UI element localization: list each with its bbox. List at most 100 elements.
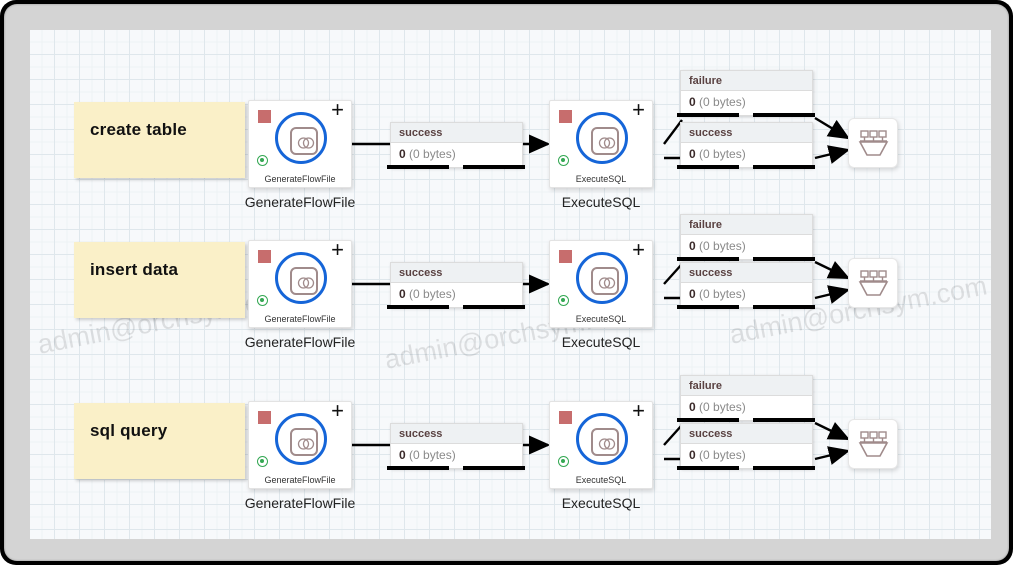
processor-inner-label: GenerateFlowFile (264, 174, 336, 184)
processor-generateflowfile[interactable]: + GenerateFlowFile (248, 398, 352, 489)
connection-bar-left (677, 305, 739, 309)
stop-square-icon[interactable] (258, 250, 271, 263)
connection-relationship: failure (681, 376, 812, 396)
connection-label-success[interactable]: success 0 (0 bytes) (387, 262, 525, 309)
flowfile-link-icon (290, 127, 318, 155)
processor-caption: ExecuteSQL (561, 334, 641, 350)
connection-bar-left (677, 418, 739, 422)
connection-label-failure[interactable]: failure 0 (0 bytes) (677, 214, 815, 261)
processor-inner-label: ExecuteSQL (575, 174, 627, 184)
funnel-icon (858, 130, 889, 156)
connection-label-success[interactable]: success 0 (0 bytes) (677, 262, 815, 309)
funnel-icon (858, 270, 889, 296)
sticky-note[interactable]: create table (74, 102, 245, 178)
flowfile-link-icon (591, 267, 619, 295)
connection-bar-left (387, 305, 449, 309)
sticky-note[interactable]: sql query (74, 403, 245, 479)
connection-relationship: failure (681, 215, 812, 235)
connection-size: (0 bytes) (699, 239, 746, 253)
connection-stats: 0 (0 bytes) (677, 91, 815, 117)
connection-label-failure[interactable]: failure 0 (0 bytes) (677, 70, 815, 117)
connection-bar-left (677, 466, 739, 470)
processor-executesql[interactable]: + ExecuteSQL (549, 398, 653, 489)
connection-stats: 0 (0 bytes) (677, 444, 815, 470)
connection-bar-left (677, 257, 739, 261)
connection-relationship: success (681, 123, 812, 143)
processor-inner-label: ExecuteSQL (575, 475, 627, 485)
sticky-note-text: sql query (90, 421, 168, 440)
connection-label-success[interactable]: success 0 (0 bytes) (677, 122, 815, 169)
connection-label-success[interactable]: success 0 (0 bytes) (387, 423, 525, 470)
processor-generateflowfile[interactable]: + GenerateFlowFile (248, 237, 352, 328)
connection-count: 0 (689, 95, 696, 109)
plus-icon[interactable]: + (632, 97, 645, 122)
connection-count: 0 (689, 400, 696, 414)
processor-ring (275, 252, 327, 304)
connection-size: (0 bytes) (699, 448, 746, 462)
processor-ring (576, 252, 628, 304)
running-status-icon (558, 456, 569, 467)
funnel-node[interactable] (848, 118, 898, 168)
connection-count: 0 (689, 147, 696, 161)
connection-size: (0 bytes) (409, 448, 456, 462)
connection-stats: 0 (0 bytes) (677, 235, 815, 261)
connection-relationship: success (391, 424, 522, 444)
plus-icon[interactable]: + (632, 398, 645, 423)
connection-relationship: success (391, 123, 522, 143)
connection-label-success[interactable]: success 0 (0 bytes) (387, 122, 525, 169)
connection-stats: 0 (0 bytes) (677, 396, 815, 422)
running-status-icon (558, 155, 569, 166)
processor-executesql[interactable]: + ExecuteSQL (549, 237, 653, 328)
processor-inner-label: GenerateFlowFile (264, 314, 336, 324)
connection-stats: 0 (0 bytes) (677, 283, 815, 309)
connection-bar-right (753, 257, 815, 261)
sticky-note-text: insert data (90, 260, 179, 279)
stop-square-icon[interactable] (258, 110, 271, 123)
funnel-icon (858, 431, 889, 457)
connection-count: 0 (689, 448, 696, 462)
processor-ring (275, 413, 327, 465)
connection-stats: 0 (0 bytes) (387, 444, 525, 470)
connection-size: (0 bytes) (699, 147, 746, 161)
sticky-note[interactable]: insert data (74, 242, 245, 318)
connection-bar-right (463, 466, 525, 470)
processor-caption: ExecuteSQL (561, 495, 641, 511)
processor-caption: GenerateFlowFile (244, 334, 356, 350)
processor-caption: ExecuteSQL (561, 194, 641, 210)
plus-icon[interactable]: + (632, 237, 645, 262)
connection-size: (0 bytes) (409, 147, 456, 161)
connection-stats: 0 (0 bytes) (387, 143, 525, 169)
connection-bar-right (463, 165, 525, 169)
funnel-node[interactable] (848, 258, 898, 308)
connection-relationship: success (681, 263, 812, 283)
processor-caption: GenerateFlowFile (244, 495, 356, 511)
plus-icon[interactable]: + (331, 398, 344, 423)
connection-relationship: success (391, 263, 522, 283)
connection-bar-right (753, 418, 815, 422)
processor-inner-label: ExecuteSQL (575, 314, 627, 324)
processor-ring (576, 112, 628, 164)
funnel-node[interactable] (848, 419, 898, 469)
processor-executesql[interactable]: + ExecuteSQL (549, 97, 653, 188)
processor-generateflowfile[interactable]: + GenerateFlowFile (248, 97, 352, 188)
connection-label-success[interactable]: success 0 (0 bytes) (677, 423, 815, 470)
connection-count: 0 (399, 147, 406, 161)
connection-stats: 0 (0 bytes) (677, 143, 815, 169)
processor-inner-label: GenerateFlowFile (264, 475, 336, 485)
connection-label-failure[interactable]: failure 0 (0 bytes) (677, 375, 815, 422)
stop-square-icon[interactable] (559, 250, 572, 263)
connection-count: 0 (689, 239, 696, 253)
plus-icon[interactable]: + (331, 237, 344, 262)
connection-stats: 0 (0 bytes) (387, 283, 525, 309)
flowfile-link-icon (591, 428, 619, 456)
connection-bar-left (677, 113, 739, 117)
stop-square-icon[interactable] (559, 411, 572, 424)
plus-icon[interactable]: + (331, 97, 344, 122)
connection-bar-right (753, 305, 815, 309)
dataflow-canvas[interactable]: admin@orchsym.com admin@orchsym.com admi… (30, 30, 991, 539)
processor-caption: GenerateFlowFile (244, 194, 356, 210)
connection-count: 0 (399, 448, 406, 462)
window-bezel: admin@orchsym.com admin@orchsym.com admi… (4, 4, 1009, 561)
stop-square-icon[interactable] (258, 411, 271, 424)
stop-square-icon[interactable] (559, 110, 572, 123)
